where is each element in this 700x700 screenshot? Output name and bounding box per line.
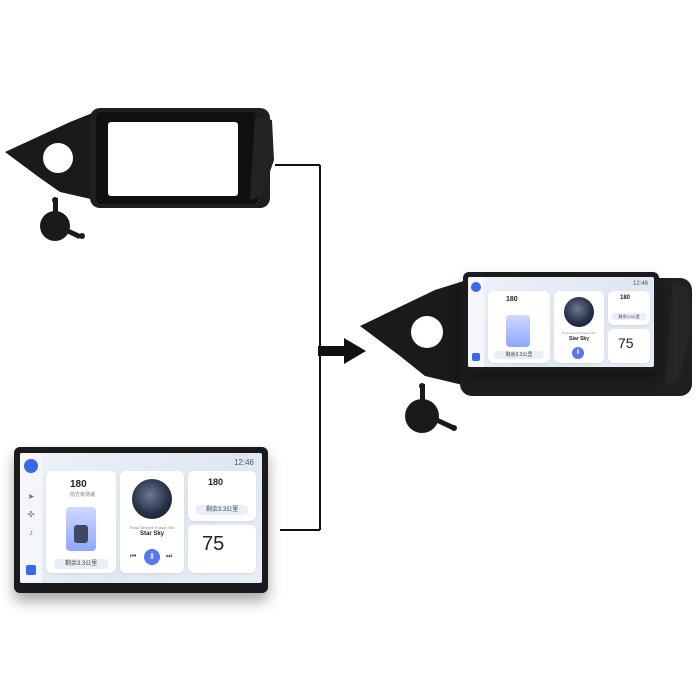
nav-distance-pill: 剩余3.3公里: [54, 559, 108, 569]
head-unit-large: ➤ ✣ ♪ 12:46 180 前方有测速 剩余3.3公里 Para Siemp…: [14, 447, 268, 593]
installed-album-art: [564, 297, 594, 327]
settings-icon[interactable]: ✣: [27, 510, 35, 519]
status-card[interactable]: 180 剩余3.3公里: [188, 471, 256, 521]
installed-widget-speed: 180: [620, 295, 631, 301]
installed-navigation-card[interactable]: 180 剩余3.3公里: [488, 291, 550, 363]
music-icon[interactable]: ♪: [29, 528, 33, 537]
installed-nav-pill: 剩余3.3公里: [494, 351, 544, 359]
previous-icon[interactable]: ⏮: [130, 553, 137, 560]
value-number: 75: [202, 533, 225, 555]
nav-speed: 180: [70, 479, 87, 490]
installed-song-title: Star Sky: [568, 336, 589, 342]
head-unit-screen: ➤ ✣ ♪ 12:46 180 前方有测速 剩余3.3公里 Para Siemp…: [20, 453, 262, 583]
song-title: Star Sky: [139, 531, 164, 537]
widget-speed: 180: [208, 477, 224, 487]
installed-song-subtitle: Para Siempre Fusion Mix: [562, 331, 596, 335]
play-icon[interactable]: Ⅱ: [144, 549, 160, 565]
value-card[interactable]: 75: [188, 525, 256, 573]
installed-widget-pill: 剩余3.3公里: [611, 313, 647, 320]
installed-value-card[interactable]: 75: [608, 329, 650, 363]
widget-distance-pill: 剩余3.3公里: [196, 505, 248, 515]
music-card[interactable]: Para Siempre Fusion Mix Star Sky ⏮ Ⅱ ⏭: [120, 471, 184, 573]
installed-play-icon[interactable]: Ⅱ: [572, 347, 584, 359]
installed-music-card[interactable]: Para Siempre Fusion Mix Star Sky Ⅱ: [554, 291, 604, 363]
next-icon[interactable]: ⏭: [166, 553, 173, 560]
navigation-card[interactable]: 180 前方有测速 剩余3.3公里: [46, 471, 116, 573]
installed-mounting-bracket: [398, 380, 460, 442]
installed-user-avatar[interactable]: [471, 282, 481, 292]
installed-sidebar: [468, 277, 484, 367]
installed-road-view: [506, 315, 530, 347]
installed-screen: 12:46 180 剩余3.3公里 Para Siempre Fusion Mi…: [468, 277, 654, 367]
mounting-bracket: [30, 196, 90, 251]
installed-status-time: 12:46: [632, 281, 648, 287]
installed-apps-grid-icon[interactable]: [472, 353, 480, 361]
navigation-icon[interactable]: ➤: [27, 492, 35, 501]
head-unit-installed: 12:46 180 剩余3.3公里 Para Siempre Fusion Mi…: [463, 272, 659, 372]
status-time: 12:46: [233, 458, 254, 467]
album-art: [132, 479, 172, 519]
installed-nav-speed: 180: [506, 296, 518, 303]
installed-status-card[interactable]: 180 剩余3.3公里: [608, 291, 650, 325]
installed-value-number: 75: [618, 335, 634, 351]
right-arrow-icon: [318, 338, 366, 364]
car-icon: [74, 525, 88, 543]
song-subtitle: Para Siempre Fusion Mix: [129, 525, 175, 530]
user-avatar[interactable]: [24, 459, 38, 473]
apps-grid-icon[interactable]: [26, 565, 36, 575]
fascia-frame-empty: [0, 100, 280, 220]
nav-hint: 前方有测速: [70, 492, 96, 498]
sidebar: ➤ ✣ ♪: [20, 453, 42, 583]
